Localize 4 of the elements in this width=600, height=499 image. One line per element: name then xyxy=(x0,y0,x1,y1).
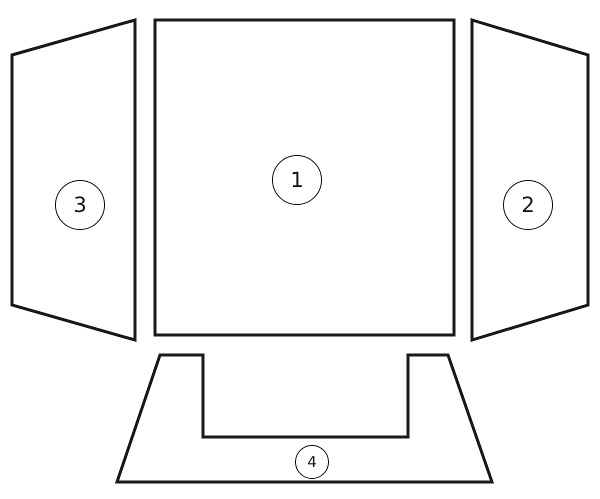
side-panel xyxy=(12,20,136,341)
side-panel xyxy=(472,20,589,341)
base-panel xyxy=(117,355,493,483)
back-panel xyxy=(155,20,455,336)
